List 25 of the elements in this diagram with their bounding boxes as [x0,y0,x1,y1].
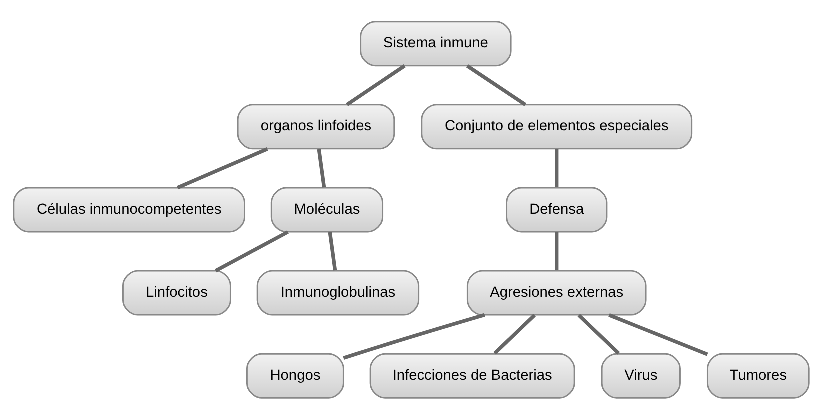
connector [215,230,289,272]
node-box: Tumores [706,352,810,398]
connector [555,232,559,270]
node-box: Sistema inmune [360,20,512,66]
node-box: Defensa [506,186,608,232]
node-box: Virus [601,352,681,398]
connector [494,314,536,354]
node-box: Linfocitos [122,270,232,316]
connector [317,148,326,188]
node-box: Agresiones externas [466,270,647,316]
node-box: Infecciones de Bacterias [370,352,576,398]
connector [328,232,338,270]
node-box: Conjunto de elementos especiales [421,104,693,150]
node-box: Inmunoglobulinas [256,270,420,316]
node-box: Células inmunocompetentes [13,186,246,232]
connector [608,313,708,356]
connector [346,64,406,106]
connector [466,64,527,106]
node-box: Moléculas [270,186,384,232]
connector [343,312,486,360]
connector [176,146,268,190]
connector [555,148,559,187]
connector [578,314,620,354]
node-box: organos linfoides [237,104,396,150]
node-box: Hongos [246,352,344,398]
